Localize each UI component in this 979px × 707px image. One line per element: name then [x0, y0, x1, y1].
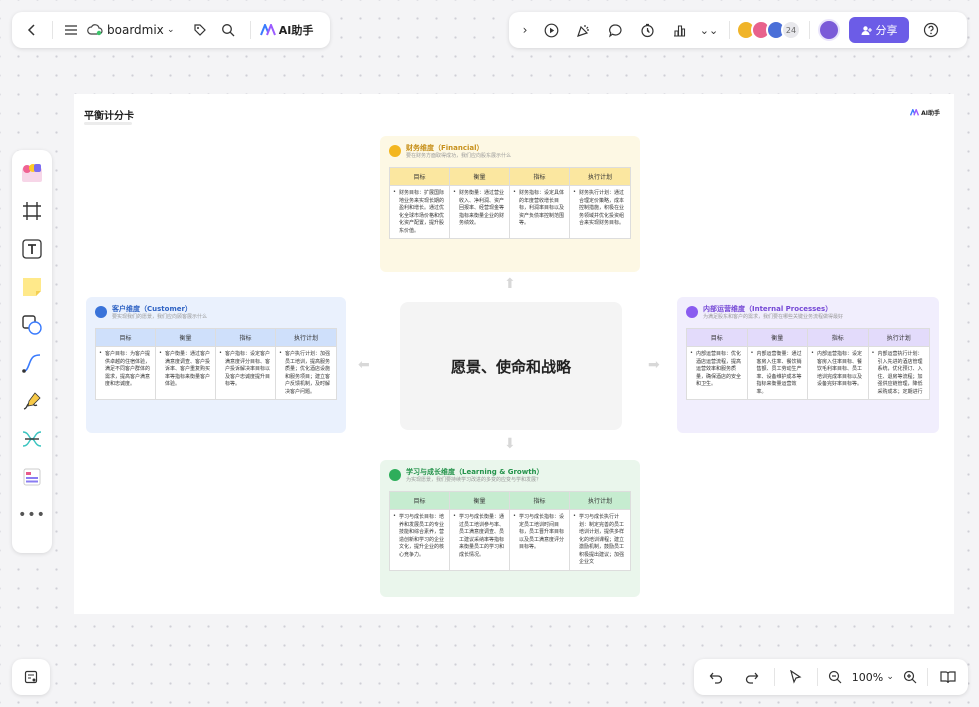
arrow-right-icon: ➡: [648, 357, 660, 373]
timer-icon[interactable]: [631, 23, 663, 38]
expand-chevron-icon[interactable]: ›: [522, 23, 528, 37]
mindmap-icon: [22, 431, 42, 447]
arrow-left-icon: ⬅: [358, 357, 370, 373]
undo-icon[interactable]: [698, 670, 734, 684]
celebrate-icon[interactable]: [567, 23, 599, 38]
more-tools-chevron-icon[interactable]: ⌄⌄: [699, 23, 719, 37]
share-user-icon: [861, 25, 872, 35]
menu-icon[interactable]: [61, 24, 81, 36]
share-label: 分享: [875, 24, 898, 37]
learning-card[interactable]: 学习与成长维度（Learning & Growth） 为实现愿景，我们要持续学习…: [380, 460, 640, 597]
board-frame[interactable]: 平衡计分卡 AI助手 财务维度（Financial） 要在财务方面取得成功，我们…: [74, 94, 954, 614]
frame-tool[interactable]: [13, 192, 51, 230]
center-label: 愿景、使命和战略: [450, 357, 571, 376]
card-title: 内部运营维度（Internal Processes）: [703, 305, 833, 313]
ai-badge: AI助手: [910, 108, 940, 117]
text-tool[interactable]: [13, 230, 51, 268]
connector-tool[interactable]: [13, 344, 51, 382]
book-icon[interactable]: [932, 670, 964, 684]
user-avatar[interactable]: [818, 19, 840, 41]
card-title: 客户维度（Customer）: [112, 305, 192, 313]
top-left-toolbar: boardmix ⌄ AI助手: [12, 12, 330, 48]
sticky-note-icon: [23, 278, 41, 296]
text-icon: [22, 239, 42, 259]
collaborator-avatars[interactable]: 24: [736, 20, 801, 40]
financial-icon: [389, 145, 401, 157]
collaborator-count: 24: [781, 20, 801, 40]
internal-card[interactable]: 内部运营维度（Internal Processes） 为满足股东和客户的需求，我…: [677, 297, 939, 433]
arrow-up-icon: ⬆: [504, 276, 516, 292]
customer-card[interactable]: 客户维度（Customer） 要实现我们的愿景，我们应向顾客展示什么 目标衡量指…: [86, 297, 346, 433]
top-right-toolbar: › ⌄⌄ 24 分享: [509, 12, 967, 48]
financial-card[interactable]: 财务维度（Financial） 要在财务方面取得成功，我们应向股东展示什么 目标…: [380, 136, 640, 272]
zoom-out-icon[interactable]: [822, 670, 848, 684]
table-icon: [23, 468, 41, 486]
more-tools-button[interactable]: •••: [18, 507, 46, 523]
help-icon[interactable]: [913, 22, 949, 38]
frame-icon: [23, 202, 41, 220]
template-icon: [22, 164, 42, 182]
minimap-toggle[interactable]: [12, 659, 50, 695]
card-title: 学习与成长维度（Learning & Growth）: [406, 468, 544, 476]
doc-subtitle-line: [84, 122, 132, 125]
zoom-in-icon[interactable]: [897, 670, 923, 684]
table-tool[interactable]: [13, 458, 51, 496]
pen-icon: [23, 392, 41, 410]
search-icon[interactable]: [214, 23, 242, 37]
arrow-down-icon: ⬇: [504, 436, 516, 452]
doc-title: 平衡计分卡: [84, 111, 134, 122]
comment-icon[interactable]: [599, 23, 631, 38]
pen-tool[interactable]: [13, 382, 51, 420]
app-name[interactable]: boardmix: [107, 23, 164, 37]
mindmap-tool[interactable]: [13, 420, 51, 458]
card-title: 财务维度（Financial）: [406, 144, 484, 152]
back-icon[interactable]: [20, 24, 44, 36]
play-icon[interactable]: [535, 23, 567, 38]
shape-tool[interactable]: [13, 306, 51, 344]
card-subtitle: 要在财务方面取得成功，我们应向股东展示什么: [406, 153, 512, 159]
share-button[interactable]: 分享: [849, 17, 909, 43]
zoom-level[interactable]: 100%: [851, 670, 884, 684]
center-strategy-box[interactable]: 愿景、使命和战略: [400, 302, 622, 430]
tag-icon[interactable]: [186, 23, 214, 37]
card-subtitle: 为实现愿景，我们要持续学习改进的多变的应变与学和发展？: [406, 477, 542, 483]
template-tool[interactable]: [13, 154, 51, 192]
ai-logo-icon: [259, 24, 277, 36]
customer-icon: [95, 306, 107, 318]
connector-icon: [22, 354, 41, 373]
bottom-right-toolbar: 100% ⌄: [694, 659, 968, 695]
redo-icon[interactable]: [734, 670, 770, 684]
card-subtitle: 为满足股东和客户的需求，我们要在哪些关键业务流程做得最好: [703, 314, 844, 320]
ai-assistant-button[interactable]: AI助手: [278, 24, 314, 37]
shape-icon: [22, 315, 42, 335]
card-subtitle: 要实现我们的愿景，我们应向顾客展示什么: [112, 314, 208, 320]
cloud-icon: [85, 24, 105, 36]
learning-icon: [389, 469, 401, 481]
zoom-chevron-icon[interactable]: ⌄: [886, 672, 894, 682]
chevron-down-icon[interactable]: ⌄: [167, 25, 175, 35]
internal-icon: [686, 306, 698, 318]
vote-icon[interactable]: [663, 23, 695, 38]
left-tool-panel: •••: [12, 150, 52, 553]
select-cursor-icon[interactable]: [779, 670, 813, 684]
ai-logo-icon: [910, 109, 920, 116]
sticky-note-tool[interactable]: [13, 268, 51, 306]
minimap-icon: [24, 670, 38, 684]
